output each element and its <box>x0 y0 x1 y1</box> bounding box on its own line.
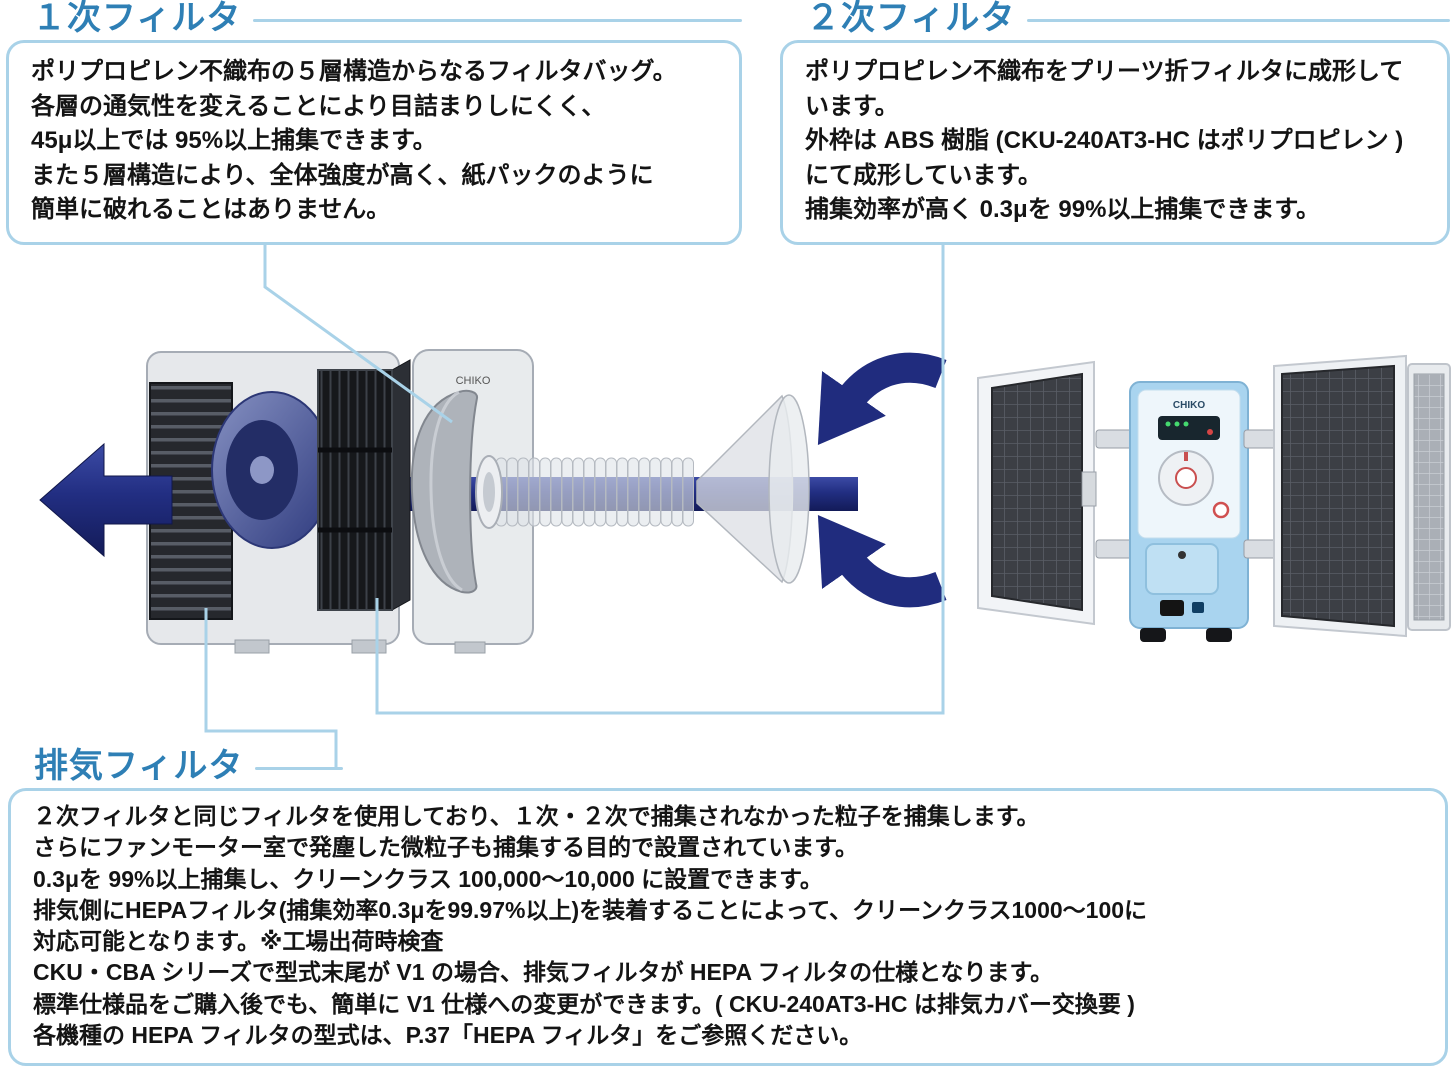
primary-filter-title: １次フィルタ <box>32 0 242 37</box>
fan-wheel <box>211 391 333 549</box>
primary-title-rule <box>253 18 742 22</box>
brand-logo-cabinet: CHIKO <box>1173 400 1205 411</box>
access-hatch <box>1145 543 1219 595</box>
secondary-filter-title-row: ２次フィルタ <box>780 0 1450 38</box>
primary-filter-box: ポリプロピレン不織布の５層構造からなるフィルタバッグ。 各層の通気性を変えること… <box>6 40 742 245</box>
exhaust-flow-arrow <box>39 442 173 558</box>
left-latches <box>1095 429 1135 559</box>
cabinet-feet <box>1140 628 1232 642</box>
connector-exhaust-filter <box>204 608 338 770</box>
primary-filter-title-row: １次フィルタ <box>6 0 742 38</box>
display-module <box>1158 416 1220 440</box>
connector-secondary-filter <box>375 220 945 715</box>
primary-filter-bag <box>410 389 479 594</box>
exhaust-filter-title: 排気フィルタ <box>34 748 244 785</box>
reset-button <box>1212 501 1230 519</box>
right-door-filter <box>1281 364 1395 628</box>
spare-filter-frame <box>1407 363 1451 631</box>
brand-logo-housing: CHIKO <box>456 375 491 387</box>
control-dial <box>1158 450 1214 506</box>
intake-arrow-top <box>817 352 947 445</box>
intake-arrow-bottom <box>817 515 947 608</box>
secondary-filter-title: ２次フィルタ <box>806 0 1016 37</box>
secondary-filter-panel <box>317 359 411 611</box>
callout-primary-filter: １次フィルタ ポリプロピレン不織布の５層構造からなるフィルタバッグ。 各層の通気… <box>6 0 742 245</box>
left-door-filter <box>991 372 1083 612</box>
callout-exhaust-filter: 排気フィルタ ２次フィルタと同じフィルタを使用しており、１次・２次で捕集されなか… <box>8 748 1448 1067</box>
exhaust-filter-box: ２次フィルタと同じフィルタを使用しており、１次・２次で捕集されなかった粒子を捕集… <box>8 788 1448 1067</box>
callout-secondary-filter: ２次フィルタ ポリプロピレン不織布をプリーツ折フィルタに成形して います。 外枠… <box>780 0 1450 245</box>
exhaust-filter-title-row: 排気フィルタ <box>8 748 1448 786</box>
power-switch <box>1160 600 1184 616</box>
inlet-gasket-ring <box>475 455 503 529</box>
primary-filter-description: ポリプロピレン不織布の５層構造からなるフィルタバッグ。 各層の通気性を変えること… <box>31 58 677 224</box>
funnel-mouth <box>768 394 810 584</box>
power-inlet <box>1192 602 1204 613</box>
exhaust-filter-description: ２次フィルタと同じフィルタを使用しており、１次・２次で捕集されなかった粒子を捕集… <box>33 803 1148 1048</box>
secondary-filter-description: ポリプロピレン不織布をプリーツ折フィルタに成形して います。 外枠は ABS 樹… <box>805 58 1404 224</box>
product-photo: CHIKO <box>977 354 1451 642</box>
exploded-dust-collector-illustration: CHIKO <box>39 349 947 654</box>
corrugated-hose <box>495 457 694 527</box>
left-door-handle <box>1081 471 1097 507</box>
secondary-filter-box: ポリプロピレン不織布をプリーツ折フィルタに成形して います。 外枠は ABS 樹… <box>780 40 1450 245</box>
exhaust-title-rule <box>255 766 344 770</box>
right-latches <box>1243 429 1281 559</box>
secondary-title-rule <box>1027 18 1450 22</box>
